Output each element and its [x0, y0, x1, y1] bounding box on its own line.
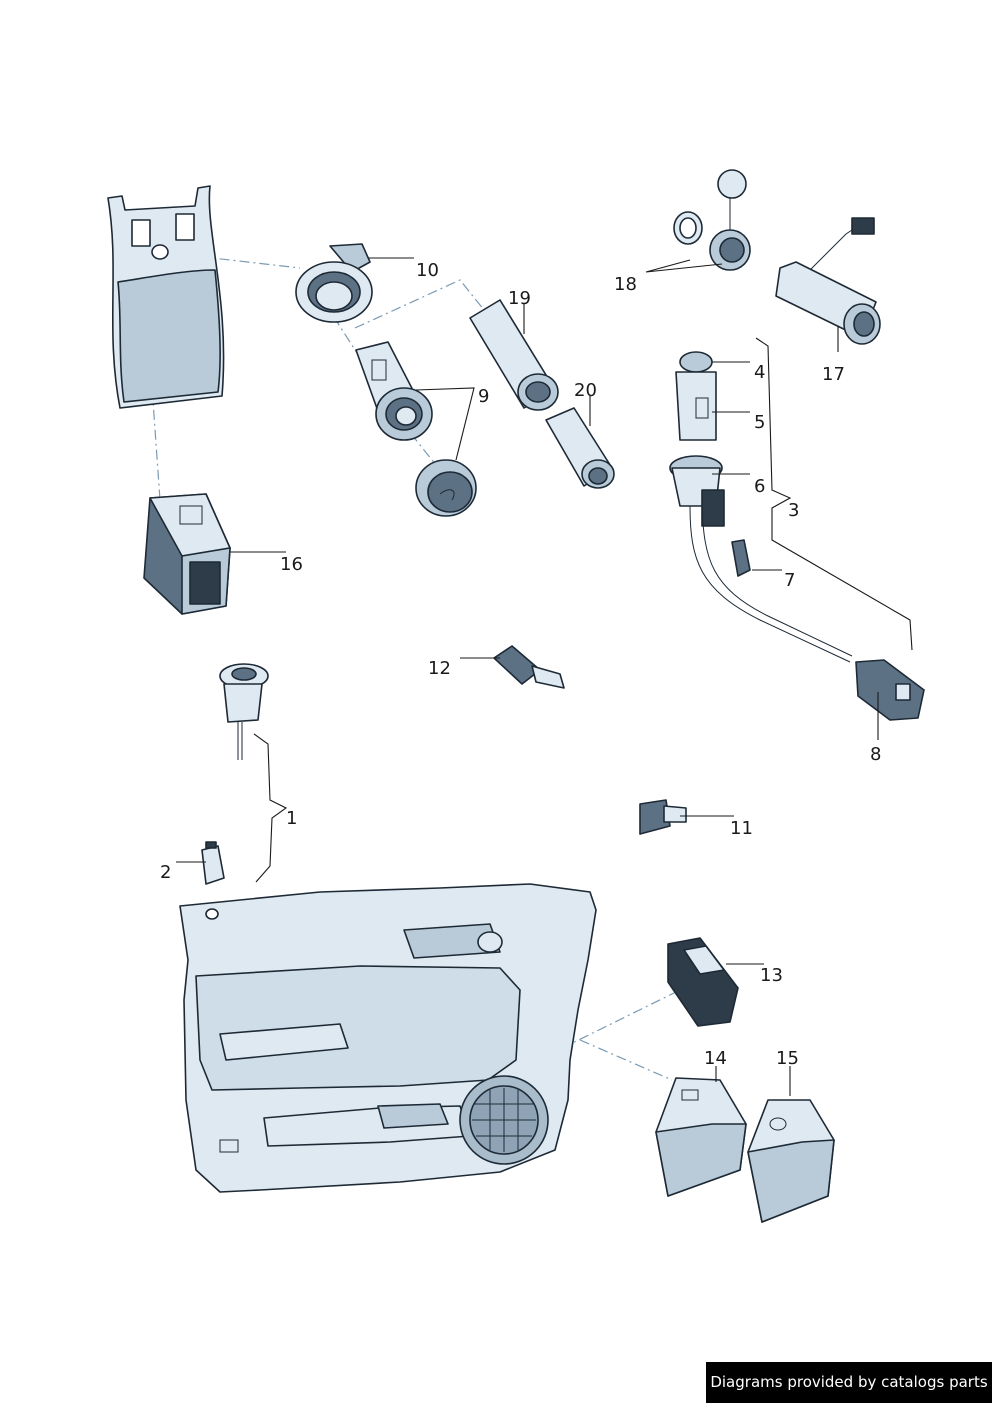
callout-5: 5: [754, 412, 765, 433]
callout-12: 12: [428, 658, 451, 679]
lighter-plug-part-9: [415, 459, 477, 517]
callout-3: 3: [788, 500, 799, 521]
cap-part-18: [673, 169, 751, 271]
credit-banner: Diagrams provided by catalogs parts: [706, 1362, 992, 1403]
callout-17: 17: [822, 364, 845, 385]
bulb-part-11: [639, 799, 687, 835]
callout-1: 1: [286, 808, 297, 829]
socket-part-9: [355, 341, 433, 441]
switch-part-16: [143, 493, 231, 615]
trim-panel-part: [107, 185, 225, 409]
callout-19: 19: [508, 288, 531, 309]
callout-13: 13: [760, 965, 783, 986]
socket-part-20: [545, 407, 615, 489]
callout-14: 14: [704, 1048, 727, 1069]
bezel-ring-part-10: [295, 243, 373, 323]
callout-4: 4: [754, 362, 765, 383]
leader-lines: [176, 257, 913, 1096]
callout-16: 16: [280, 554, 303, 575]
callout-18: 18: [614, 274, 637, 295]
callout-11: 11: [730, 818, 753, 839]
callout-8: 8: [870, 744, 881, 765]
callout-2: 2: [160, 862, 171, 883]
callout-9: 9: [478, 386, 489, 407]
socket-part-17: [775, 217, 881, 345]
socket-part-19: [469, 299, 559, 411]
switch-part-13: [667, 937, 739, 1027]
callout-20: 20: [574, 380, 597, 401]
callout-labels: 1 2 3 4 5 6 7 8 9 10 11 12 13 14 15 16 1…: [160, 260, 881, 1069]
callout-15: 15: [776, 1048, 799, 1069]
socket-assembly-part-3: [669, 351, 925, 721]
window-switch-part-15: [747, 1099, 835, 1223]
door-panel-part: [179, 883, 597, 1193]
clip-part-2: [201, 841, 225, 885]
callout-10: 10: [416, 260, 439, 281]
warning-light-part-1: [219, 663, 269, 760]
bulb-part-12: [493, 645, 565, 689]
callout-6: 6: [754, 476, 765, 497]
window-switch-part-14: [655, 1077, 747, 1197]
callout-7: 7: [784, 570, 795, 591]
